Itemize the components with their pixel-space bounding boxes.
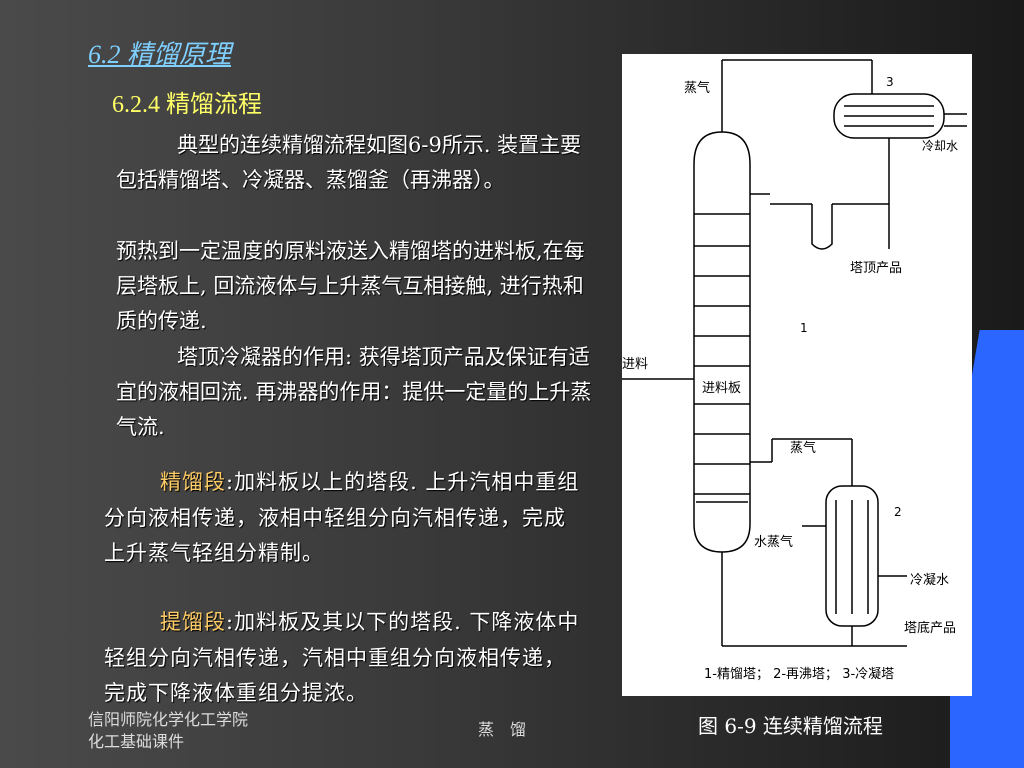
paragraph-process: 预热到一定温度的原料液送入精馏塔的进料板,在每层塔板上, 回流液体与上升蒸气互相… (116, 239, 585, 333)
term-stripping: 提馏段 (160, 610, 226, 634)
diagram-svg: 蒸气 3 冷却水 塔顶产品 1 进料 进料板 蒸气 2 水蒸气 冷凝水 塔底产品… (622, 59, 967, 682)
label-bottom-product: 塔底产品 (904, 620, 956, 636)
text-rectifying: :加料板以上的塔段. 上升汽相中重组分向液相传递，液相中轻组分向汽相传递，完成上… (104, 470, 580, 565)
label-steam-mid: 蒸气 (790, 440, 816, 456)
footer-org-line2: 化工基础课件 (88, 732, 185, 751)
label-num2: 2 (894, 505, 902, 519)
distillation-diagram: 蒸气 3 冷却水 塔顶产品 1 进料 进料板 蒸气 2 水蒸气 冷凝水 塔底产品… (622, 54, 972, 696)
paragraph-condenser: 塔顶冷凝器的作用: 获得塔顶产品及保证有适宜的液相回流. 再沸器的作用：提供一定… (116, 345, 592, 439)
label-num3: 3 (886, 75, 894, 89)
page-title: 6.2 精馏原理 (88, 40, 232, 69)
term-rectifying: 精馏段 (160, 470, 226, 494)
footer-center: 蒸 馏 (478, 720, 527, 739)
figure-caption: 图 6-9 连续精馏流程 (698, 714, 883, 738)
paragraph-rectifying: 精馏段:加料板以上的塔段. 上升汽相中重组分向液相传递，液相中轻组分向汽相传递，… (104, 465, 582, 572)
label-water-steam: 水蒸气 (754, 534, 793, 550)
column-shell (693, 131, 751, 553)
footer-org-line1: 信阳师院化学化工学院 (88, 710, 249, 729)
label-feed-plate: 进料板 (702, 381, 741, 396)
label-steam-top: 蒸气 (684, 80, 710, 96)
label-cooling-water: 冷却水 (922, 139, 958, 153)
section-subtitle: 6.2.4 精馏流程 (112, 92, 262, 118)
text-stripping: :加料板及其以下的塔段. 下降液体中轻组分向汽相传递，汽相中重组分向液相传递，完… (104, 610, 580, 705)
paragraph-intro: 典型的连续精馏流程如图6-9所示. 装置主要包括精馏塔、冷凝器、蒸馏釜（再沸器）… (116, 133, 582, 192)
label-condensate: 冷凝水 (910, 572, 949, 588)
label-legend: 1-精馏塔； 2-再沸塔； 3-冷凝塔 (704, 666, 894, 682)
label-feed: 进料 (622, 357, 648, 372)
label-top-product: 塔顶产品 (850, 261, 902, 276)
label-num1: 1 (800, 321, 808, 335)
paragraph-stripping: 提馏段:加料板及其以下的塔段. 下降液体中轻组分向汽相传递，汽相中重组分向液相传… (104, 605, 582, 712)
